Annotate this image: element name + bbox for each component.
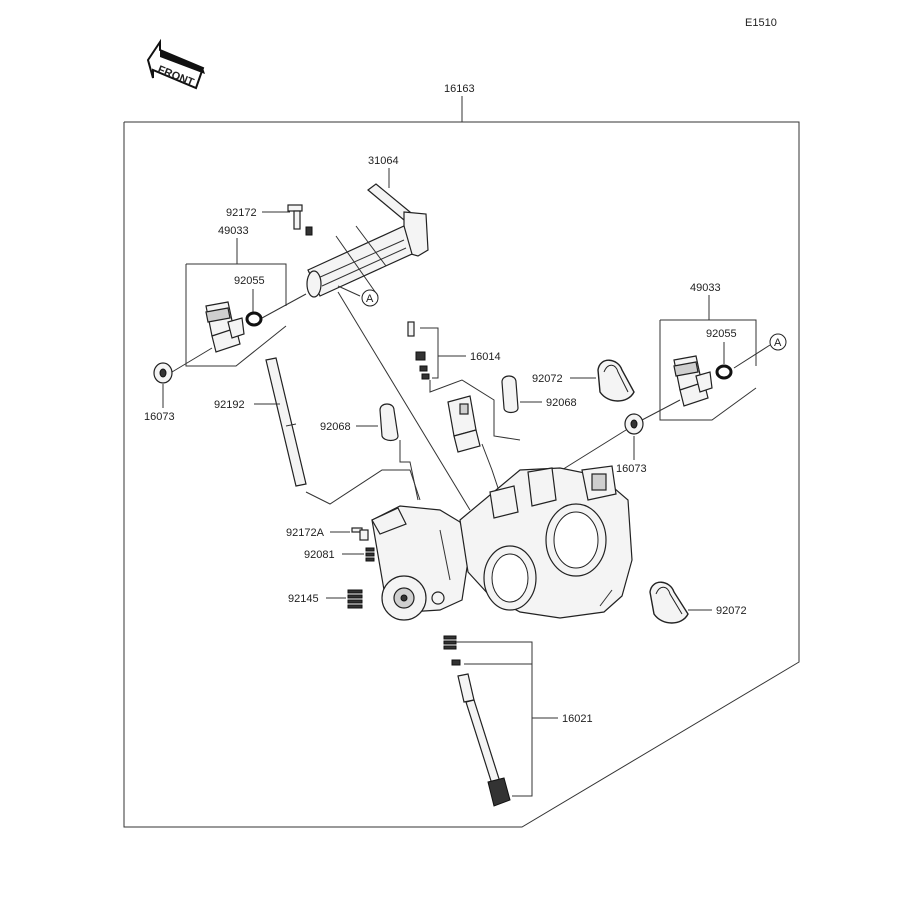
label-spring-small: 92081: [304, 549, 335, 561]
label-tube: 92192: [214, 399, 245, 411]
clamp-lower: [649, 581, 689, 624]
label-injector-left: 49033: [218, 225, 249, 237]
callout-a-rail: A: [361, 289, 379, 307]
label-cap-left: 92068: [320, 421, 351, 433]
injector-right: [673, 355, 713, 407]
washer-left: [153, 362, 173, 384]
assembly-frame: [123, 96, 800, 828]
label-clamp-upper: 92072: [532, 373, 563, 385]
callout-a-right: A: [769, 333, 787, 351]
sensor-connector: [447, 395, 481, 453]
label-oring-left: 92055: [234, 275, 265, 287]
clamp-upper: [597, 359, 635, 402]
front-arrow-icon: FRONT: [146, 38, 205, 90]
cap-left: [379, 403, 399, 442]
fuel-rail: [306, 168, 429, 298]
washer-right: [624, 413, 644, 435]
label-bolt-a: 92172A: [286, 527, 325, 539]
rail-bolt: [287, 204, 313, 236]
svg-text:A: A: [366, 293, 374, 305]
oring-right: [715, 364, 733, 380]
label-hose-clip: 16014: [470, 351, 501, 363]
throttle-body: [371, 465, 633, 621]
cap-right: [501, 375, 519, 414]
diagram-code: E1510: [745, 17, 777, 29]
label-spring-return: 92145: [288, 593, 319, 605]
label-fuel-rail: 31064: [368, 155, 399, 167]
label-clamp-lower: 92072: [716, 605, 747, 617]
svg-text:A: A: [774, 337, 782, 349]
bolt-92172a: [351, 527, 369, 541]
oring-left: [245, 311, 263, 327]
label-washer-right: 16073: [616, 463, 647, 475]
label-assembly: 16163: [444, 83, 475, 95]
hose-clip: [407, 321, 430, 380]
return-spring: [347, 589, 363, 609]
throttle-cable: [443, 635, 511, 807]
label-oring-right: 92055: [706, 328, 737, 340]
label-washer-left: 16073: [144, 411, 175, 423]
label-cable: 16021: [562, 713, 593, 725]
label-injector-right: 49033: [690, 282, 721, 294]
injector-left: [205, 301, 245, 353]
label-cap-right: 92068: [546, 397, 577, 409]
spring-small: [365, 547, 375, 562]
label-rail-bolt: 92172: [226, 207, 257, 219]
fuel-tube: [265, 357, 307, 487]
